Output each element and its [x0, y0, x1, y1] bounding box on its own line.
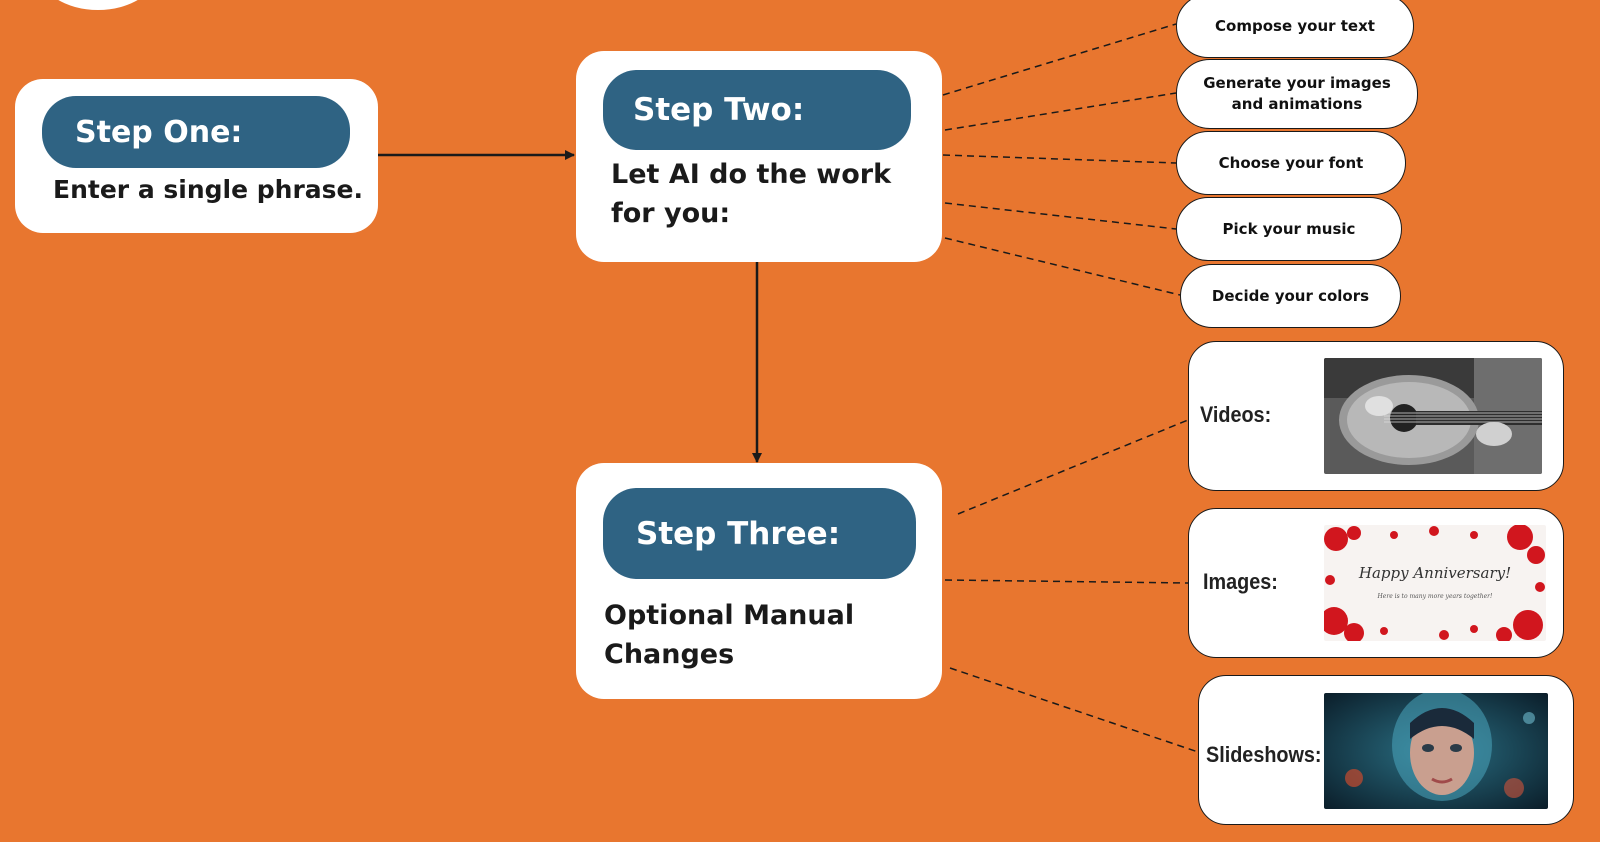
thumb-anniversary-title: Happy Anniversary! — [1358, 564, 1511, 582]
output-images-label: Images: — [1203, 569, 1278, 594]
task-compose-text: Compose your text — [1176, 0, 1414, 58]
step-two-card: Step Two: Let AI do the work for you: — [576, 51, 942, 262]
step-three-body-line2: Changes — [604, 639, 735, 671]
step-three-card: Step Three: Optional Manual Changes — [576, 463, 942, 699]
cyber-portrait-photo-icon — [1324, 693, 1548, 809]
step-two-pill: Step Two: — [603, 70, 911, 150]
output-slideshows-label: Slideshows: — [1206, 742, 1322, 767]
thumb-anniversary-subtitle: Here is to many more years together! — [1377, 593, 1493, 600]
step-two-body-line1: Let AI do the work — [611, 159, 892, 190]
task-label: Decide your colors — [1211, 286, 1370, 305]
task-pick-music: Pick your music — [1176, 197, 1402, 261]
task-label: Choose your font — [1218, 153, 1364, 172]
dash-to-task-5 — [944, 237, 1181, 296]
output-images-card: Images: Happy Anniversary! Here is to ma… — [1188, 508, 1564, 658]
task-label: Compose your text — [1215, 16, 1375, 35]
task-label-line1: Generate your images — [1203, 74, 1391, 92]
step-two-body-line2: for you: — [611, 198, 731, 230]
step-two-title: Step Two: — [633, 92, 805, 128]
step-three-title: Step Three: — [636, 515, 841, 552]
step-one-card: Step One: Enter a single phrase. — [15, 79, 378, 233]
bottom-strip — [0, 842, 1600, 858]
step-two-body: Let AI do the work for you: — [611, 155, 891, 233]
output-videos-label: Videos: — [1200, 402, 1272, 427]
task-label-line2: and animations — [1231, 95, 1363, 113]
task-choose-font: Choose your font — [1176, 131, 1406, 195]
dash-to-output-slideshows — [949, 667, 1199, 753]
output-slideshows-card: Slideshows: — [1198, 675, 1574, 825]
step-one-body: Enter a single phrase. — [53, 175, 363, 204]
dash-to-task-3 — [942, 154, 1177, 164]
dash-to-task-4 — [944, 202, 1177, 230]
guitar-photo-icon — [1324, 358, 1542, 474]
dash-to-output-videos — [957, 419, 1189, 515]
step-three-pill: Step Three: — [603, 488, 916, 579]
anniversary-card-photo-icon: Happy Anniversary! Here is to many more … — [1324, 525, 1546, 641]
decorative-circle — [38, 0, 158, 10]
dash-to-task-1 — [942, 23, 1177, 96]
dash-to-task-2 — [944, 92, 1177, 131]
step-three-body: Optional Manual Changes — [604, 596, 854, 674]
output-videos-card: Videos: — [1188, 341, 1564, 491]
task-label: Pick your music — [1222, 219, 1356, 238]
dash-to-output-images — [944, 579, 1189, 584]
step-one-title: Step One: — [75, 114, 243, 150]
step-one-pill: Step One: — [42, 96, 350, 168]
step-three-body-line1: Optional Manual — [604, 600, 855, 631]
task-decide-colors: Decide your colors — [1180, 264, 1401, 328]
task-generate-images: Generate your images and animations — [1176, 59, 1418, 129]
